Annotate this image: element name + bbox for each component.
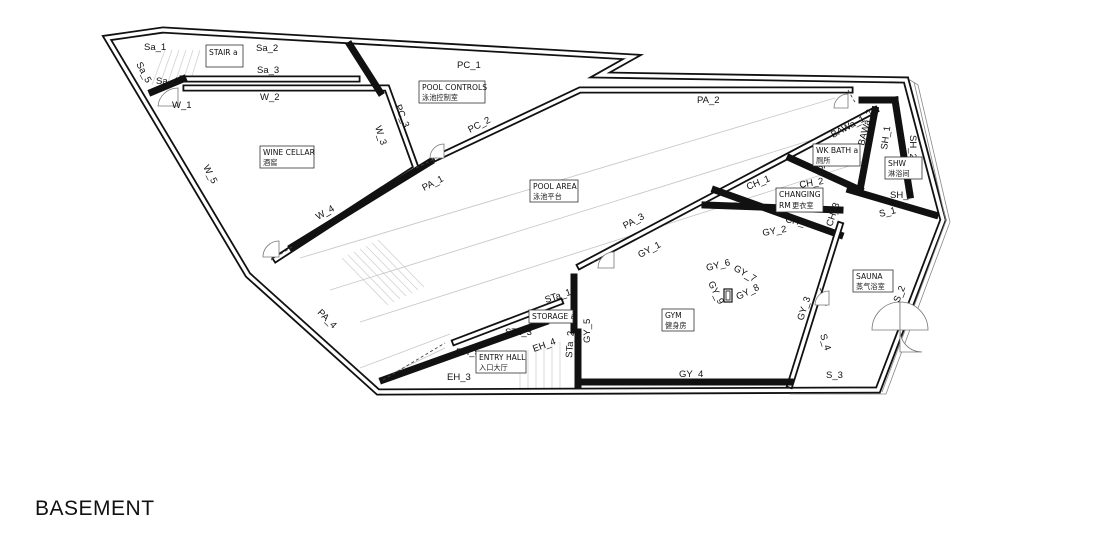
room-storage: STORAGE a [528, 309, 575, 324]
wall-tag: GY_4 [679, 369, 703, 380]
wall-tag: W_1 [172, 100, 192, 111]
wall-tag: GY_8 [734, 282, 761, 303]
wall-tag: GY_5 [582, 319, 593, 343]
wall-tag: Sa_2 [256, 43, 278, 54]
door-icon [899, 329, 923, 353]
door-icon [597, 251, 615, 269]
room-shw: SHW 淋浴间 [884, 156, 923, 180]
plan-title: BASEMENT [35, 497, 155, 520]
door-icon [871, 301, 901, 331]
wall-tag: PA_2 [697, 95, 720, 106]
wall-tag: CH_2 [799, 176, 825, 191]
door-icon [814, 290, 830, 306]
doors [157, 87, 929, 353]
wall-tag: S_2 [892, 284, 909, 304]
wall-tag: GY_1 [636, 240, 663, 261]
wall-tag: SH_2 [907, 135, 918, 159]
outer-wall [101, 26, 951, 396]
room-label: POOL AREA [533, 182, 577, 191]
wall-tag: PA_3 [621, 211, 646, 231]
room-wk-bath: WK BATH a 厕所 [812, 143, 861, 167]
wall-tag: STa_2 [564, 331, 577, 359]
wall-tag: W_5 [200, 163, 219, 185]
room-label: WK BATH a [816, 146, 858, 155]
room-sauna: SAUNA 蒸气浴室 [852, 269, 894, 293]
wall-tag: Sa_4 [156, 76, 178, 87]
pool-area-guides [299, 97, 869, 381]
room-pool-controls: POOL CONTROLS 泳池控制室 [418, 80, 487, 104]
room-label: STAIR a [209, 48, 238, 57]
wall-tag: EH_3 [447, 372, 471, 383]
gym-equipment-icon [723, 288, 733, 303]
wall-tag: GY_7 [732, 263, 759, 285]
wall-tag: W_3 [372, 125, 389, 147]
wall-tag: Sa_3 [257, 65, 279, 76]
wall-tag: S_3 [826, 370, 843, 381]
wall-tag: STa_3 [505, 327, 532, 338]
wall-tag: GY_6 [705, 257, 731, 274]
wall-tag: GY_9 [705, 279, 726, 306]
room-label-cn: 酒窖 [263, 158, 277, 167]
room-changing: CHANGING RM 更衣室 [775, 187, 824, 213]
room-gym: GYM 健身房 [661, 308, 695, 332]
wall-tag: S_1 [878, 205, 897, 220]
room-label-cn: 入口大厅 [479, 363, 508, 372]
room-label: STORAGE a [532, 312, 575, 321]
room-label-cn: 蒸气浴室 [856, 282, 885, 291]
room-label-cn: 健身房 [665, 321, 687, 330]
room-label: GYM [665, 311, 682, 320]
pool-steps [341, 239, 425, 306]
room-label: CHANGING [779, 190, 821, 199]
wall-tag: PA_4 [315, 307, 339, 331]
room-entry-hall: ENTRY HALL 入口大厅 [475, 350, 527, 374]
door-icon [833, 93, 849, 109]
room-label: WINE CELLAR [263, 148, 316, 157]
room-wine-cellar: WINE CELLAR 酒窖 [259, 145, 316, 169]
room-label-cn: 厕所 [816, 156, 830, 165]
stair-a-treads [151, 49, 201, 86]
room-stair: STAIR a [205, 44, 244, 68]
door-icon [899, 301, 929, 331]
room-label-cn: 更衣室 [792, 201, 814, 210]
wall-tag: PC_1 [457, 60, 481, 71]
wall-tag: GY_2 [762, 224, 788, 239]
wall-tag: W_2 [260, 92, 280, 103]
wall-tag: SH_3 [890, 190, 914, 201]
room-label: SAUNA [856, 272, 883, 281]
door-icon [262, 240, 280, 258]
room-label: SHW [888, 159, 907, 168]
door-icon [429, 143, 445, 159]
room-label: POOL CONTROLS [422, 83, 487, 92]
wall-tag: SH_1 [879, 125, 893, 150]
wall-tag: S_4 [817, 333, 833, 352]
room-pool-area: POOL AREA 泳池平台 [529, 179, 579, 203]
wall-tag: Sa_1 [144, 42, 166, 53]
room-label-cn: 淋浴间 [888, 169, 910, 178]
wall-tag: PA_1 [420, 174, 445, 194]
door-icon [157, 87, 179, 107]
wall-tag: EH_5 [456, 347, 480, 358]
wall-tag: CH_4 [784, 214, 810, 230]
room-label-cn: 泳池平台 [533, 192, 562, 201]
room-label: ENTRY HALL [479, 353, 526, 362]
room-label-cn: 泳池控制室 [422, 93, 458, 102]
room-label: RM [779, 201, 791, 210]
